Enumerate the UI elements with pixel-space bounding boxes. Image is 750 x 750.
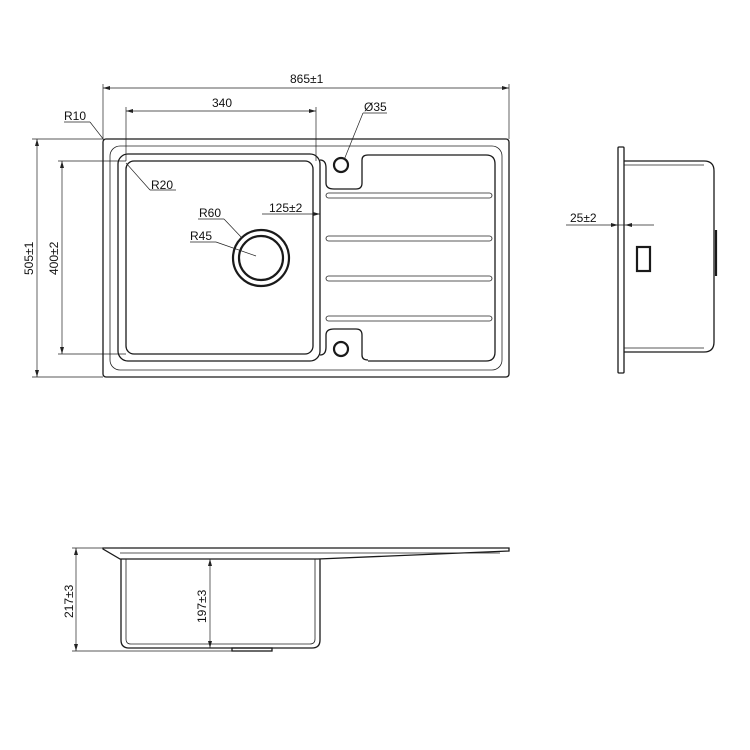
side-bowl-profile (624, 160, 715, 353)
dimension-bowl-height: 197±3 (195, 559, 212, 648)
tap-hole-bottom (332, 340, 350, 358)
side-view: 25±2 (566, 146, 718, 374)
total-height-label: 217±3 (62, 584, 76, 618)
clip-dimension-label: 25±2 (570, 211, 597, 225)
bowl-drainboard-link (319, 154, 369, 190)
callout-outer-radius: R10 (64, 109, 105, 141)
bowl-depth-label: 400±2 (47, 241, 61, 275)
outer-radius-label: R10 (64, 109, 86, 123)
front-bowl-outline (120, 559, 321, 649)
callout-bowl-radius: R20 (125, 162, 176, 192)
bowl-width-label: 340 (212, 96, 232, 110)
side-overflow-slot (635, 245, 652, 273)
top-view: 865±1 340 505±1 400±2 (22, 72, 510, 378)
front-view: 217±3 197±3 (62, 547, 510, 652)
drainboard-groove (325, 192, 493, 199)
drain-outer-radius-label: R60 (199, 206, 221, 220)
bowl-drainboard-link-bottom (319, 328, 369, 361)
dimension-drain-offset: 125±2 (262, 201, 320, 216)
bowl-outer-outline (117, 153, 321, 362)
dimension-bowl-width: 340 (125, 96, 317, 161)
bowl-height-label: 197±3 (195, 589, 209, 623)
drain-inner-circle (237, 234, 285, 282)
dimension-bowl-depth: 400±2 (47, 160, 126, 355)
callout-drain-radius: R60 R45 (190, 206, 257, 257)
callout-tap-hole: Ø35 (343, 100, 387, 161)
dimension-overall-width: 865±1 (102, 72, 510, 139)
drainboard-groove (325, 275, 493, 282)
drain-offset-label: 125±2 (269, 201, 303, 215)
front-waste-outlet (231, 647, 273, 652)
drain-inner-radius-label: R45 (190, 229, 212, 243)
drainboard-groove (325, 315, 493, 322)
dimension-clip: 25±2 (566, 211, 654, 227)
overall-depth-label: 505±1 (22, 241, 36, 275)
drainboard-grooves (325, 192, 493, 322)
drainboard-outline (368, 154, 496, 362)
tap-hole-top (332, 156, 350, 174)
sink-inner-rim (109, 145, 503, 371)
drainboard-groove (325, 235, 493, 242)
side-flange (617, 146, 625, 374)
dimension-overall-depth: 505±1 (22, 138, 103, 378)
bowl-inner-outline (125, 160, 314, 355)
dimension-total-height: 217±3 (62, 547, 232, 652)
sink-outer-outline (102, 138, 510, 378)
drain-outer-circle (231, 228, 291, 288)
overall-width-label: 865±1 (290, 72, 324, 86)
front-deck-outline (102, 547, 510, 560)
tap-hole-label: Ø35 (364, 100, 387, 114)
bowl-radius-label: R20 (151, 178, 173, 192)
